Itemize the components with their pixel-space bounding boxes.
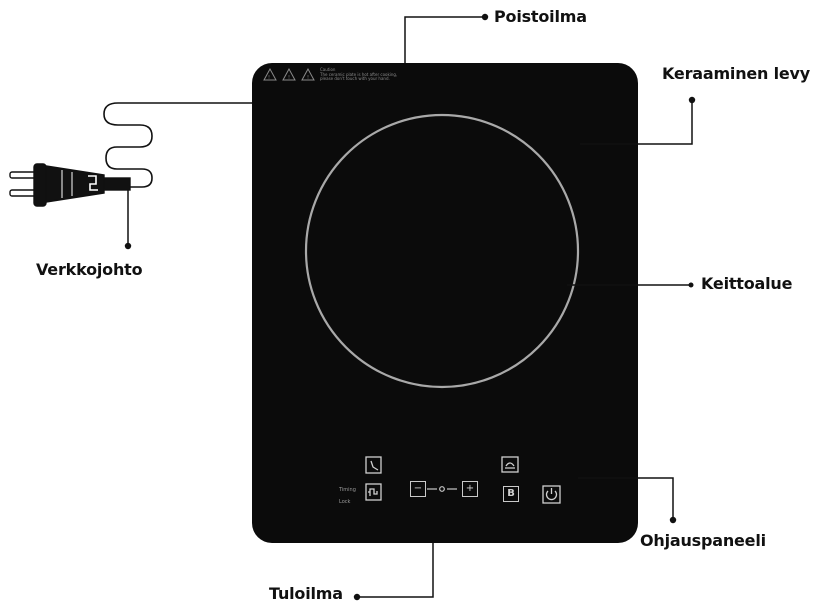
- cooking-zone-ring: [304, 113, 580, 389]
- svg-text:!: !: [307, 75, 309, 81]
- label-intake: Tuloilma: [269, 584, 343, 603]
- warning-line-3: please don't touch with your hand.: [320, 76, 390, 82]
- warning-line-2: The ceramic plate is hot after cooking,: [320, 71, 398, 77]
- label-cooking-zone: Keittoalue: [701, 274, 793, 293]
- keep-warm-icon: [501, 456, 519, 473]
- power-level-slider: [427, 486, 457, 492]
- boost-label: B: [507, 488, 515, 499]
- svg-text:!: !: [288, 75, 290, 81]
- label-power-cord: Verkkojohto: [36, 260, 143, 279]
- plug-icon: [9, 163, 131, 207]
- clock-icon: [365, 456, 382, 474]
- child-lock-icon: [365, 483, 382, 501]
- plus-label: +: [465, 483, 475, 494]
- minus-label: −: [413, 483, 423, 494]
- warning-line-1: Caution: [320, 67, 336, 72]
- power-cord: [103, 102, 252, 188]
- dot-zone: [688, 282, 694, 288]
- lock-label: Lock: [339, 499, 351, 505]
- dot-cord: [124, 242, 132, 250]
- cooktop-body: [252, 63, 638, 543]
- boost-button[interactable]: B: [503, 486, 519, 502]
- warning-text: Caution The ceramic plate is hot after c…: [320, 67, 398, 82]
- timing-label: Timing: [339, 487, 356, 493]
- dot-intake: [353, 593, 361, 601]
- power-icon: [542, 485, 561, 504]
- leader-control: [578, 477, 674, 518]
- dot-exhaust: [481, 13, 489, 21]
- leader-ceramic: [580, 102, 693, 145]
- minus-button[interactable]: −: [410, 481, 426, 497]
- plus-button[interactable]: +: [462, 481, 478, 497]
- label-control-panel: Ohjauspaneeli: [640, 531, 766, 550]
- dot-ceramic: [688, 96, 696, 104]
- label-ceramic-plate: Keraaminen levy: [662, 64, 811, 83]
- svg-text:!: !: [268, 75, 270, 81]
- warning-icons: ! ! !: [263, 67, 315, 81]
- dot-control: [669, 516, 677, 524]
- leader-exhaust: [404, 16, 482, 63]
- leader-intake: [359, 543, 434, 598]
- label-exhaust: Poistoilma: [494, 7, 587, 26]
